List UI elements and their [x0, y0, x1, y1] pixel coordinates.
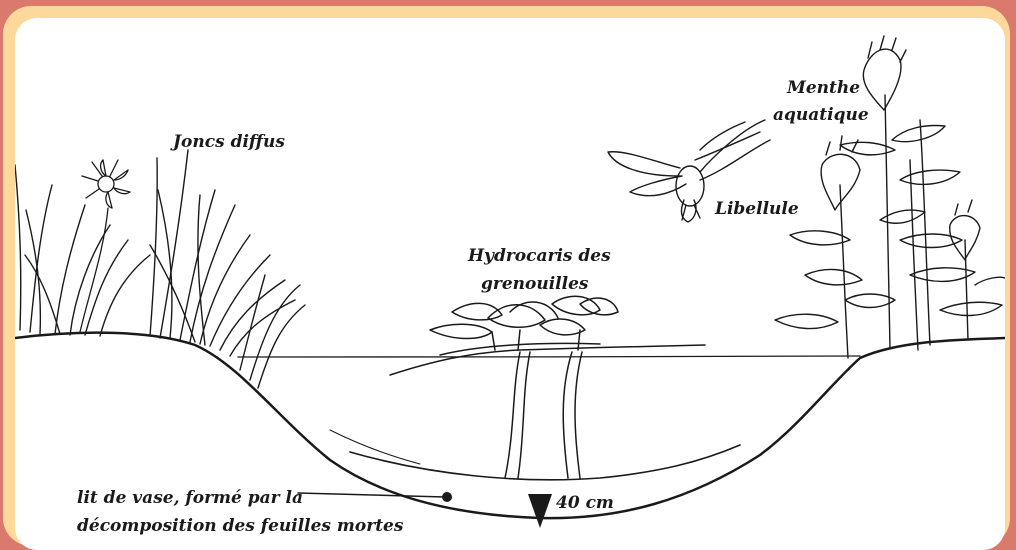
- water-lily-icon: [390, 296, 705, 478]
- label-libellule: Libellule: [715, 199, 799, 219]
- mud-layer: [350, 445, 740, 480]
- label-vase-line2: décomposition des feuilles mortes: [77, 516, 403, 536]
- reed-icon: [15, 150, 305, 388]
- label-hydrocaris-line1: Hydrocaris des: [468, 246, 611, 266]
- label-vase-line1: lit de vase, formé par la: [77, 488, 303, 508]
- label-joncs: Joncs diffus: [173, 132, 285, 152]
- diagram-panel: Joncs diffus Menthe aquatique Libellule …: [15, 18, 1005, 550]
- label-depth: 40 cm: [556, 493, 614, 513]
- vase-pointer-line: [298, 493, 445, 497]
- mud-dot-icon: [442, 492, 452, 502]
- flower-icon: [80, 160, 130, 332]
- frame: Joncs diffus Menthe aquatique Libellule …: [3, 6, 1010, 546]
- water-surface: [238, 356, 860, 357]
- depth-marker-icon: [528, 494, 552, 528]
- label-menthe-line2: aquatique: [773, 105, 869, 125]
- label-menthe-line1: Menthe: [787, 78, 860, 98]
- label-hydrocaris-line2: grenouilles: [481, 274, 588, 294]
